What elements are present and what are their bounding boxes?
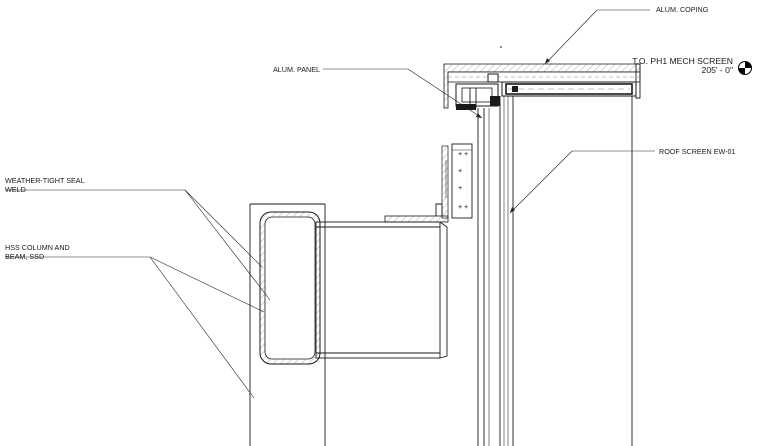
label-roof-screen: ROOF SCREEN EW-01 [659,147,736,156]
leader-alum-panel [323,68,483,119]
leader-hss [5,256,265,399]
label-hss-column: HSS COLUMN AND [5,243,70,252]
leader-alum-coping [544,9,650,65]
stray-mark [500,46,502,48]
label-alum-coping: ALUM. COPING [656,5,709,14]
level-marker-icon [738,61,752,75]
bracket-plate: + + + + + + [445,143,473,219]
label-weld: WELD [5,185,26,194]
label-level-elevation: 205' - 0" [702,65,733,75]
leader-roof-screen [509,150,655,214]
label-hss-beam: BEAM, SSD [5,252,44,261]
svg-text:+: + [458,183,462,192]
label-weather-seal: WEATHER-TIGHT SEAL [5,176,85,185]
hss-beam [315,221,448,359]
label-alum-panel: ALUM. PANEL [273,65,320,74]
alum-panel-section [477,108,490,446]
coping-assembly [443,63,641,110]
hss-tube-section [259,211,321,365]
label-level-name: T.O. PH1 MECH SCREEN [632,56,733,66]
svg-text:+: + [458,202,462,211]
svg-text:+: + [464,202,468,211]
hss-column [249,203,326,446]
svg-text:+: + [458,166,462,175]
clip-angle [384,145,449,223]
leader-weather-seal [5,189,271,301]
roof-screen-mullion [499,96,514,446]
svg-text:+: + [458,149,462,158]
svg-text:+: + [464,149,468,158]
